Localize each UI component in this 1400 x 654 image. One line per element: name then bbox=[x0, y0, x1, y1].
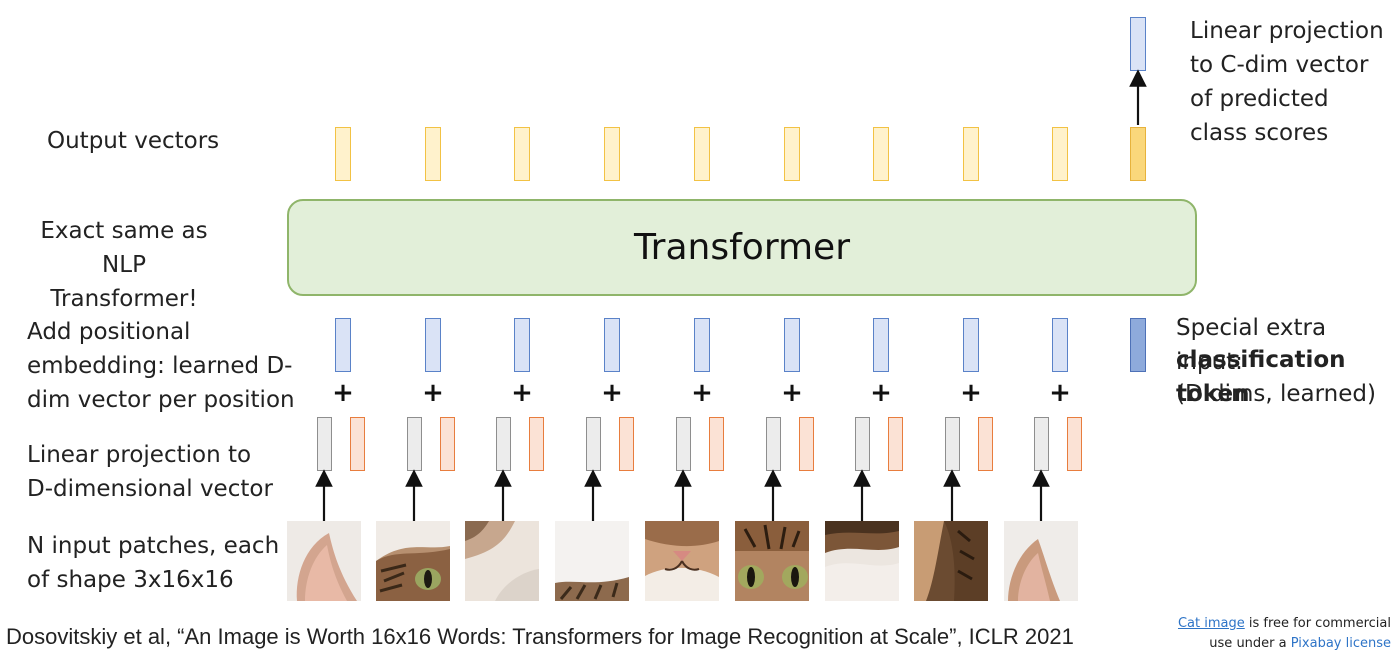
output-vector bbox=[1052, 127, 1068, 181]
plus-sign: + bbox=[1049, 378, 1071, 408]
output-vector bbox=[873, 127, 889, 181]
cat-chin-patch bbox=[555, 521, 629, 601]
projection-orange-box bbox=[440, 417, 455, 471]
special-input-label: Special extra input: bbox=[1176, 315, 1327, 375]
plus-sign: + bbox=[332, 378, 354, 408]
positional-embedding bbox=[963, 318, 979, 372]
image-credit: Cat image is free for commercial use und… bbox=[1151, 614, 1391, 654]
projection-orange-box bbox=[799, 417, 814, 471]
plus-sign: + bbox=[601, 378, 623, 408]
output-vector bbox=[694, 127, 710, 181]
projection-orange-box bbox=[1067, 417, 1082, 471]
projection-orange-box bbox=[619, 417, 634, 471]
plus-sign: + bbox=[781, 378, 803, 408]
projection-orange-box bbox=[888, 417, 903, 471]
projection-orange-box bbox=[978, 417, 993, 471]
input-patches-label: N input patches, each of shape 3x16x16 bbox=[27, 533, 280, 593]
cat-image-link[interactable]: Cat image bbox=[1177, 616, 1245, 631]
transformer-block: Transformer bbox=[287, 199, 1197, 296]
positional-embedding bbox=[784, 318, 800, 372]
plus-sign: + bbox=[422, 378, 444, 408]
positional-embedding bbox=[873, 318, 889, 372]
output-vector bbox=[425, 127, 441, 181]
output-vector bbox=[784, 127, 800, 181]
pixabay-license-link[interactable]: Pixabay license bbox=[1290, 636, 1391, 651]
cat-eyes-patch bbox=[735, 521, 809, 601]
positional-embedding-label: Add positional embedding: learned D- dim… bbox=[27, 319, 295, 413]
positional-embedding bbox=[425, 318, 441, 372]
cat-fur-patch bbox=[465, 521, 539, 601]
positional-embedding bbox=[604, 318, 620, 372]
output-vector bbox=[514, 127, 530, 181]
classification-token bbox=[1130, 318, 1146, 372]
cat-eye-patch bbox=[376, 521, 450, 601]
output-vector bbox=[604, 127, 620, 181]
plus-sign: + bbox=[511, 378, 533, 408]
credit-text-1: is free for commercial bbox=[1244, 616, 1391, 631]
cat-body-patch bbox=[825, 521, 899, 601]
cat-ear2-patch bbox=[1004, 521, 1078, 601]
plus-sign: + bbox=[960, 378, 982, 408]
exact-same-label: Exact same as NLP Transformer! bbox=[40, 218, 208, 312]
token-dims-label: (D dims, learned) bbox=[1176, 381, 1376, 407]
cat-ear-patch bbox=[287, 521, 361, 601]
positional-embedding bbox=[694, 318, 710, 372]
cat-side-patch bbox=[914, 521, 988, 601]
output-vector bbox=[335, 127, 351, 181]
linear-projection-label: Linear projection to D-dimensional vecto… bbox=[27, 442, 273, 502]
credit-text-2: use under a bbox=[1209, 636, 1291, 651]
cat-nose-patch bbox=[645, 521, 719, 601]
positional-embedding bbox=[1052, 318, 1068, 372]
projection-orange-box bbox=[350, 417, 365, 471]
citation: Dosovitskiy et al, “An Image is Worth 16… bbox=[6, 624, 1074, 649]
plus-sign: + bbox=[691, 378, 713, 408]
output-vector bbox=[963, 127, 979, 181]
positional-embedding bbox=[335, 318, 351, 372]
cls-output-vector bbox=[1130, 127, 1146, 181]
output-vectors-label: Output vectors bbox=[47, 128, 220, 154]
projection-orange-box bbox=[709, 417, 724, 471]
positional-embedding bbox=[514, 318, 530, 372]
plus-sign: + bbox=[870, 378, 892, 408]
classification-token-label: classification token bbox=[1176, 347, 1346, 407]
class-scores-label: Linear projection to C-dim vector of pre… bbox=[1190, 18, 1384, 146]
transformer-label: Transformer bbox=[633, 227, 851, 268]
projection-orange-box bbox=[529, 417, 544, 471]
